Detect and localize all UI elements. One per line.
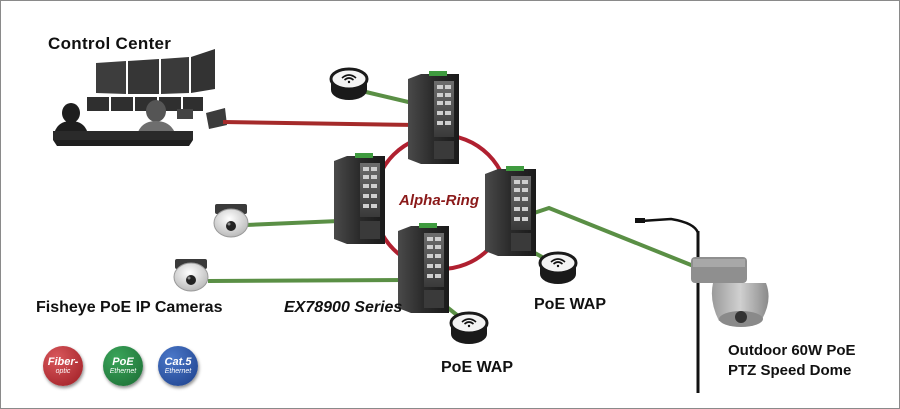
ptz-camera-icon bbox=[635, 217, 769, 393]
ptz-label-line1: Outdoor 60W PoE bbox=[728, 342, 856, 359]
fiber-link bbox=[222, 120, 417, 127]
ring-label: Alpha-Ring bbox=[399, 192, 479, 209]
wifi-icon bbox=[538, 251, 578, 284]
poe-ethernet-badge: PoE Ethernet bbox=[103, 346, 143, 386]
poe-wap-label-right: PoE WAP bbox=[534, 296, 607, 313]
industrial-switch-icon bbox=[334, 153, 385, 244]
industrial-switch-icon bbox=[398, 223, 449, 313]
industrial-switch-icon bbox=[408, 71, 459, 164]
poe-wap-label-bottom: PoE WAP bbox=[441, 359, 514, 376]
ptz-label-line2: PTZ Speed Dome bbox=[728, 362, 852, 379]
cat5-badge-sub: Ethernet bbox=[164, 367, 192, 375]
dome-camera-icon bbox=[213, 204, 249, 238]
cat5-ethernet-badge: Cat.5 Ethernet bbox=[158, 346, 198, 386]
dome-camera-icon bbox=[173, 259, 209, 292]
fiber-badge-main: Fiber- bbox=[47, 355, 79, 368]
fiber-badge-sub: optic bbox=[55, 367, 71, 375]
cat5-badge-main: Cat.5 bbox=[164, 355, 192, 368]
fisheye-cameras-label: Fisheye PoE IP Cameras bbox=[36, 299, 223, 316]
wifi-icon bbox=[329, 67, 369, 100]
series-label: EX78900 Series bbox=[284, 299, 403, 316]
poe-badge-sub: Ethernet bbox=[109, 367, 137, 375]
industrial-switch-icon bbox=[485, 166, 536, 256]
ptz-camera-label: Outdoor 60W PoE PTZ Speed Dome bbox=[728, 341, 856, 381]
control-center-label: Control Center bbox=[48, 34, 172, 53]
poe-badge-main: PoE bbox=[112, 355, 134, 368]
wifi-icon bbox=[449, 311, 489, 344]
fiber-optic-badge: Fiber- optic bbox=[43, 346, 83, 386]
control-center-illustration bbox=[53, 49, 227, 146]
